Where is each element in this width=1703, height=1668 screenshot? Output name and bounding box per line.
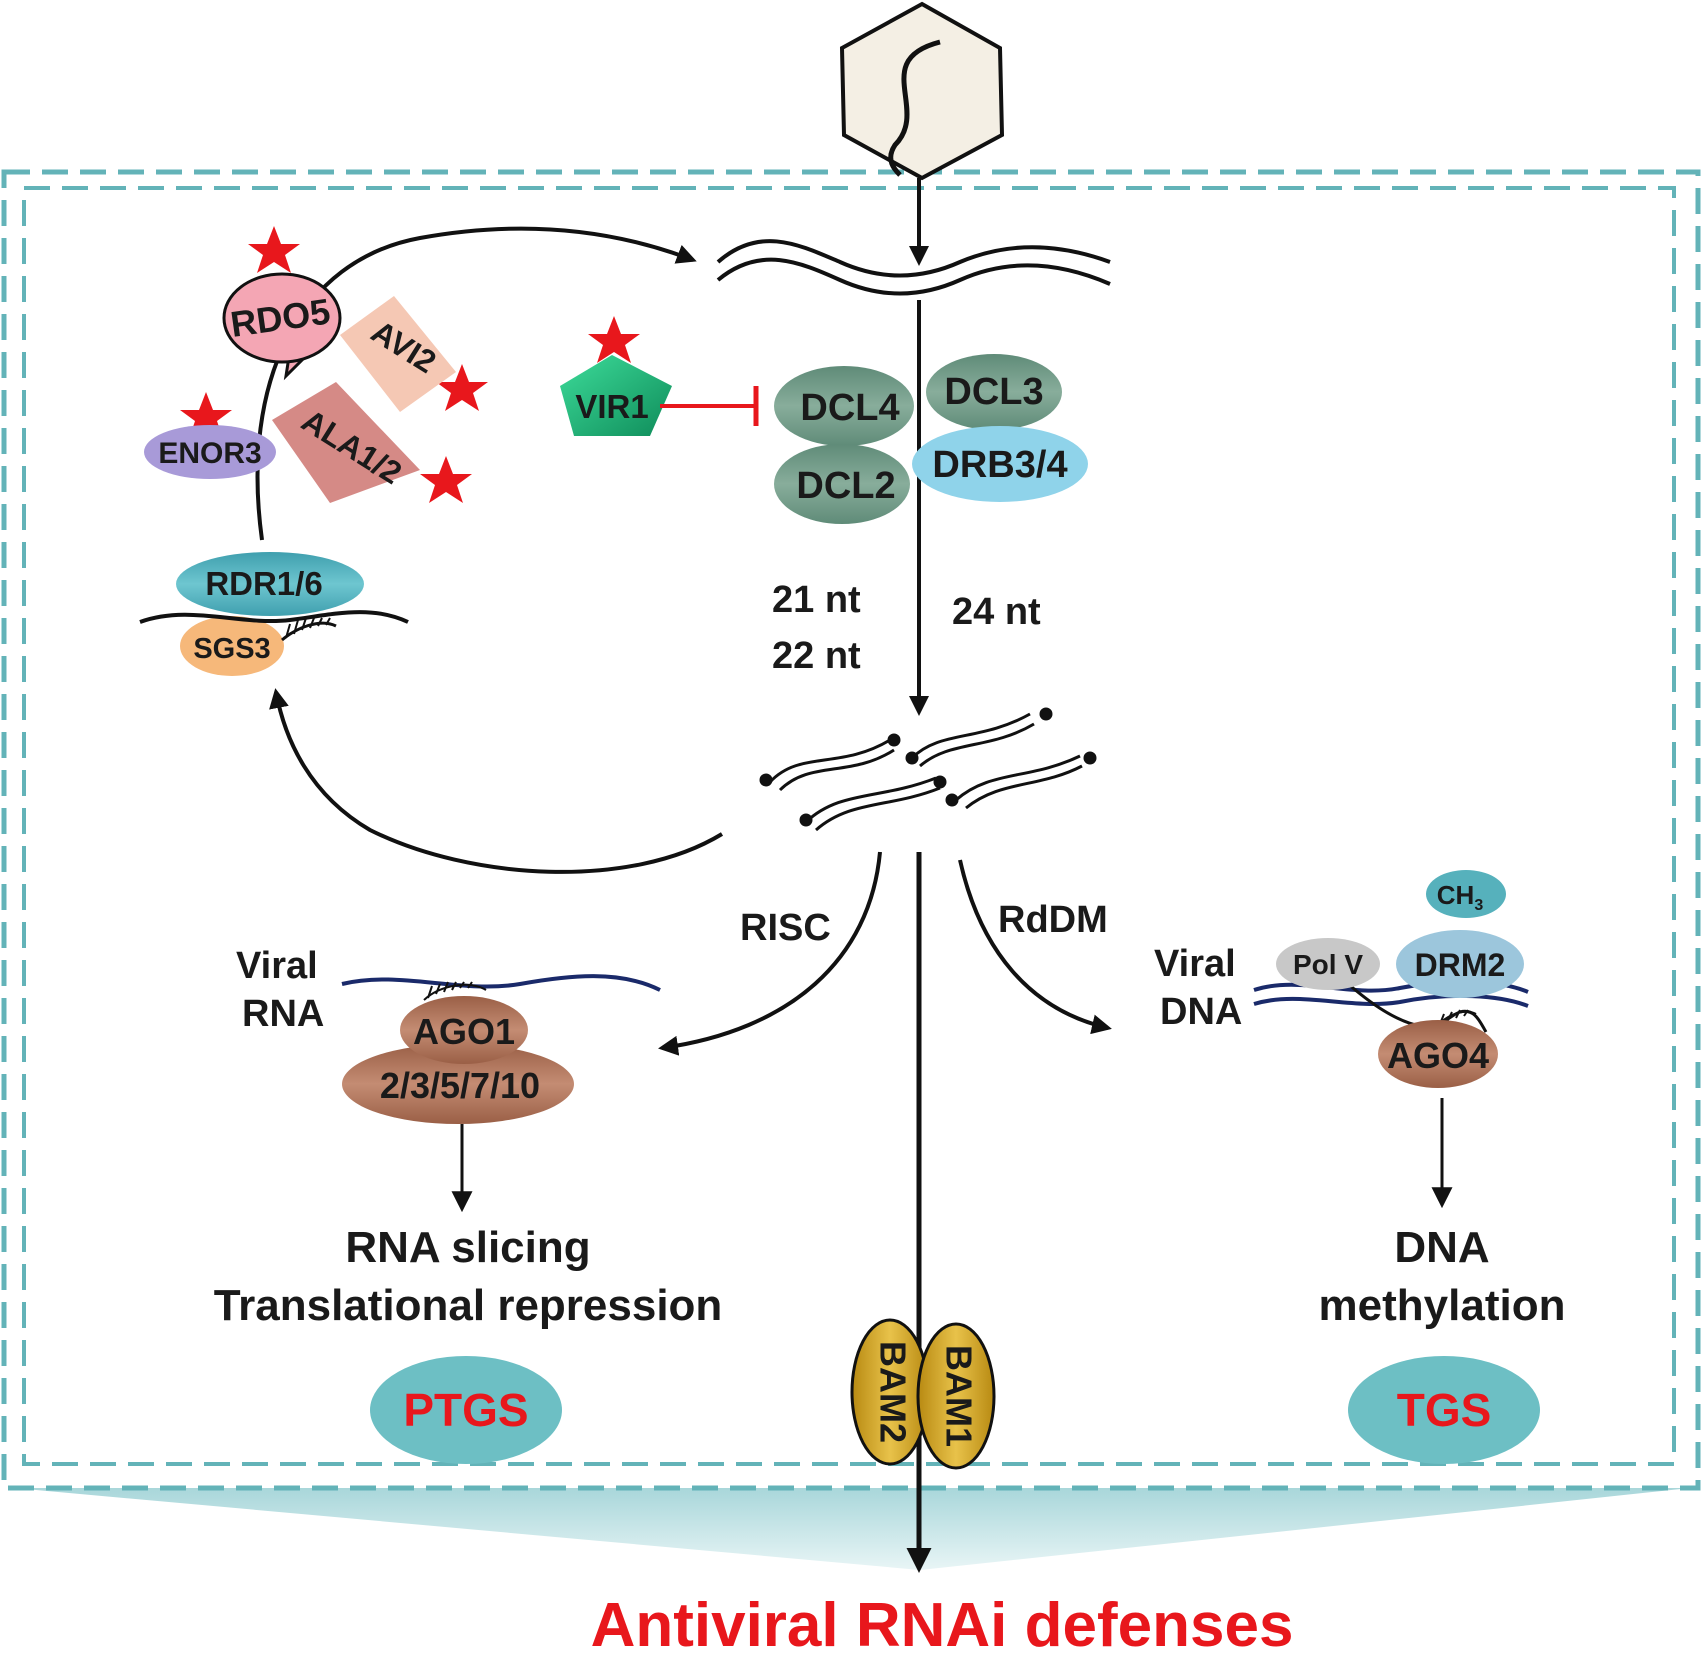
drm2-protein: DRM2 <box>1396 930 1524 998</box>
funnel-shape <box>14 1488 1690 1570</box>
svg-text:DRM2: DRM2 <box>1415 947 1506 983</box>
svg-text:ENOR3: ENOR3 <box>158 437 261 470</box>
dna-text: DNA <box>1394 1223 1489 1272</box>
svg-text:BAM1: BAM1 <box>938 1345 979 1447</box>
svg-text:Pol V: Pol V <box>1293 949 1363 980</box>
svg-text:PTGS: PTGS <box>403 1384 528 1436</box>
amplification-arc-upper <box>255 226 697 541</box>
bam2-protein: BAM2 <box>850 1318 930 1466</box>
nt21-label: 21 nt <box>772 579 861 621</box>
svg-text:RDR1/6: RDR1/6 <box>205 565 322 602</box>
risc-arrow <box>658 851 882 1056</box>
star-icon <box>420 456 472 503</box>
rdr-complex: RDR1/6 SGS3 <box>139 552 409 676</box>
svg-text:2/3/5/7/10: 2/3/5/7/10 <box>380 1065 540 1106</box>
svg-text:AGO1: AGO1 <box>413 1011 515 1052</box>
svg-text:CH3: CH3 <box>1437 880 1484 914</box>
star-icon <box>436 364 488 411</box>
rddm-arrow <box>958 859 1112 1035</box>
svg-text:TGS: TGS <box>1397 1384 1492 1436</box>
guide-strand-icon <box>423 981 487 1001</box>
footer-title: Antiviral RNAi defenses <box>591 1591 1294 1660</box>
star-icon <box>588 316 640 363</box>
svg-text:DCL3: DCL3 <box>944 371 1043 413</box>
viral-dna-label-line2: DNA <box>1160 991 1242 1033</box>
svg-text:SGS3: SGS3 <box>193 633 270 665</box>
viral-rna-strand <box>341 974 661 992</box>
polv-protein: Pol V <box>1276 938 1380 990</box>
enor3-protein: ENOR3 <box>144 425 276 479</box>
ago4-protein: AGO4 <box>1378 1020 1498 1088</box>
svg-text:DCL2: DCL2 <box>796 465 895 507</box>
svg-text:DCL4: DCL4 <box>800 387 899 429</box>
viral-rna-label-line2: RNA <box>242 993 324 1035</box>
viral-dsrna-icon <box>716 239 1111 296</box>
rddm-label: RdDM <box>998 899 1108 941</box>
methylation-text: methylation <box>1319 1281 1566 1330</box>
svg-text:DRB3/4: DRB3/4 <box>932 444 1067 486</box>
tgs-badge: TGS <box>1348 1356 1540 1464</box>
viral-dna-label-line1: Viral <box>1154 943 1236 985</box>
ago-complex: 2/3/5/7/10 AGO1 <box>342 996 574 1124</box>
bam1-protein: BAM1 <box>916 1322 996 1470</box>
svg-text:VIR1: VIR1 <box>575 388 648 425</box>
sirna-duplexes-icon <box>759 707 1097 832</box>
outer-dashed-border <box>1 169 1701 1491</box>
risc-label: RISC <box>740 907 831 949</box>
inner-dashed-border <box>22 186 1676 1466</box>
dcl-complex: DCL3 DRB3/4 DCL4 DCL2 <box>774 354 1088 524</box>
ch3-group: CH3 <box>1426 870 1506 918</box>
ptgs-badge: PTGS <box>370 1356 562 1464</box>
translational-repression-text: Translational repression <box>214 1281 723 1330</box>
avi2-protein: AVI2 <box>340 296 456 412</box>
svg-text:BAM2: BAM2 <box>872 1341 913 1443</box>
rdo5-protein: RDO5 <box>222 272 342 381</box>
virus-particle-icon <box>839 1 1005 181</box>
rna-slicing-text: RNA slicing <box>345 1223 590 1272</box>
amplification-arc-lower <box>269 688 724 874</box>
viral-rna-label-line1: Viral <box>236 945 318 987</box>
nt22-label: 22 nt <box>772 635 861 677</box>
vir1-protein: VIR1 <box>560 355 672 436</box>
star-icon <box>248 226 300 273</box>
svg-text:AGO4: AGO4 <box>1387 1035 1489 1076</box>
nt24-label: 24 nt <box>952 591 1041 633</box>
